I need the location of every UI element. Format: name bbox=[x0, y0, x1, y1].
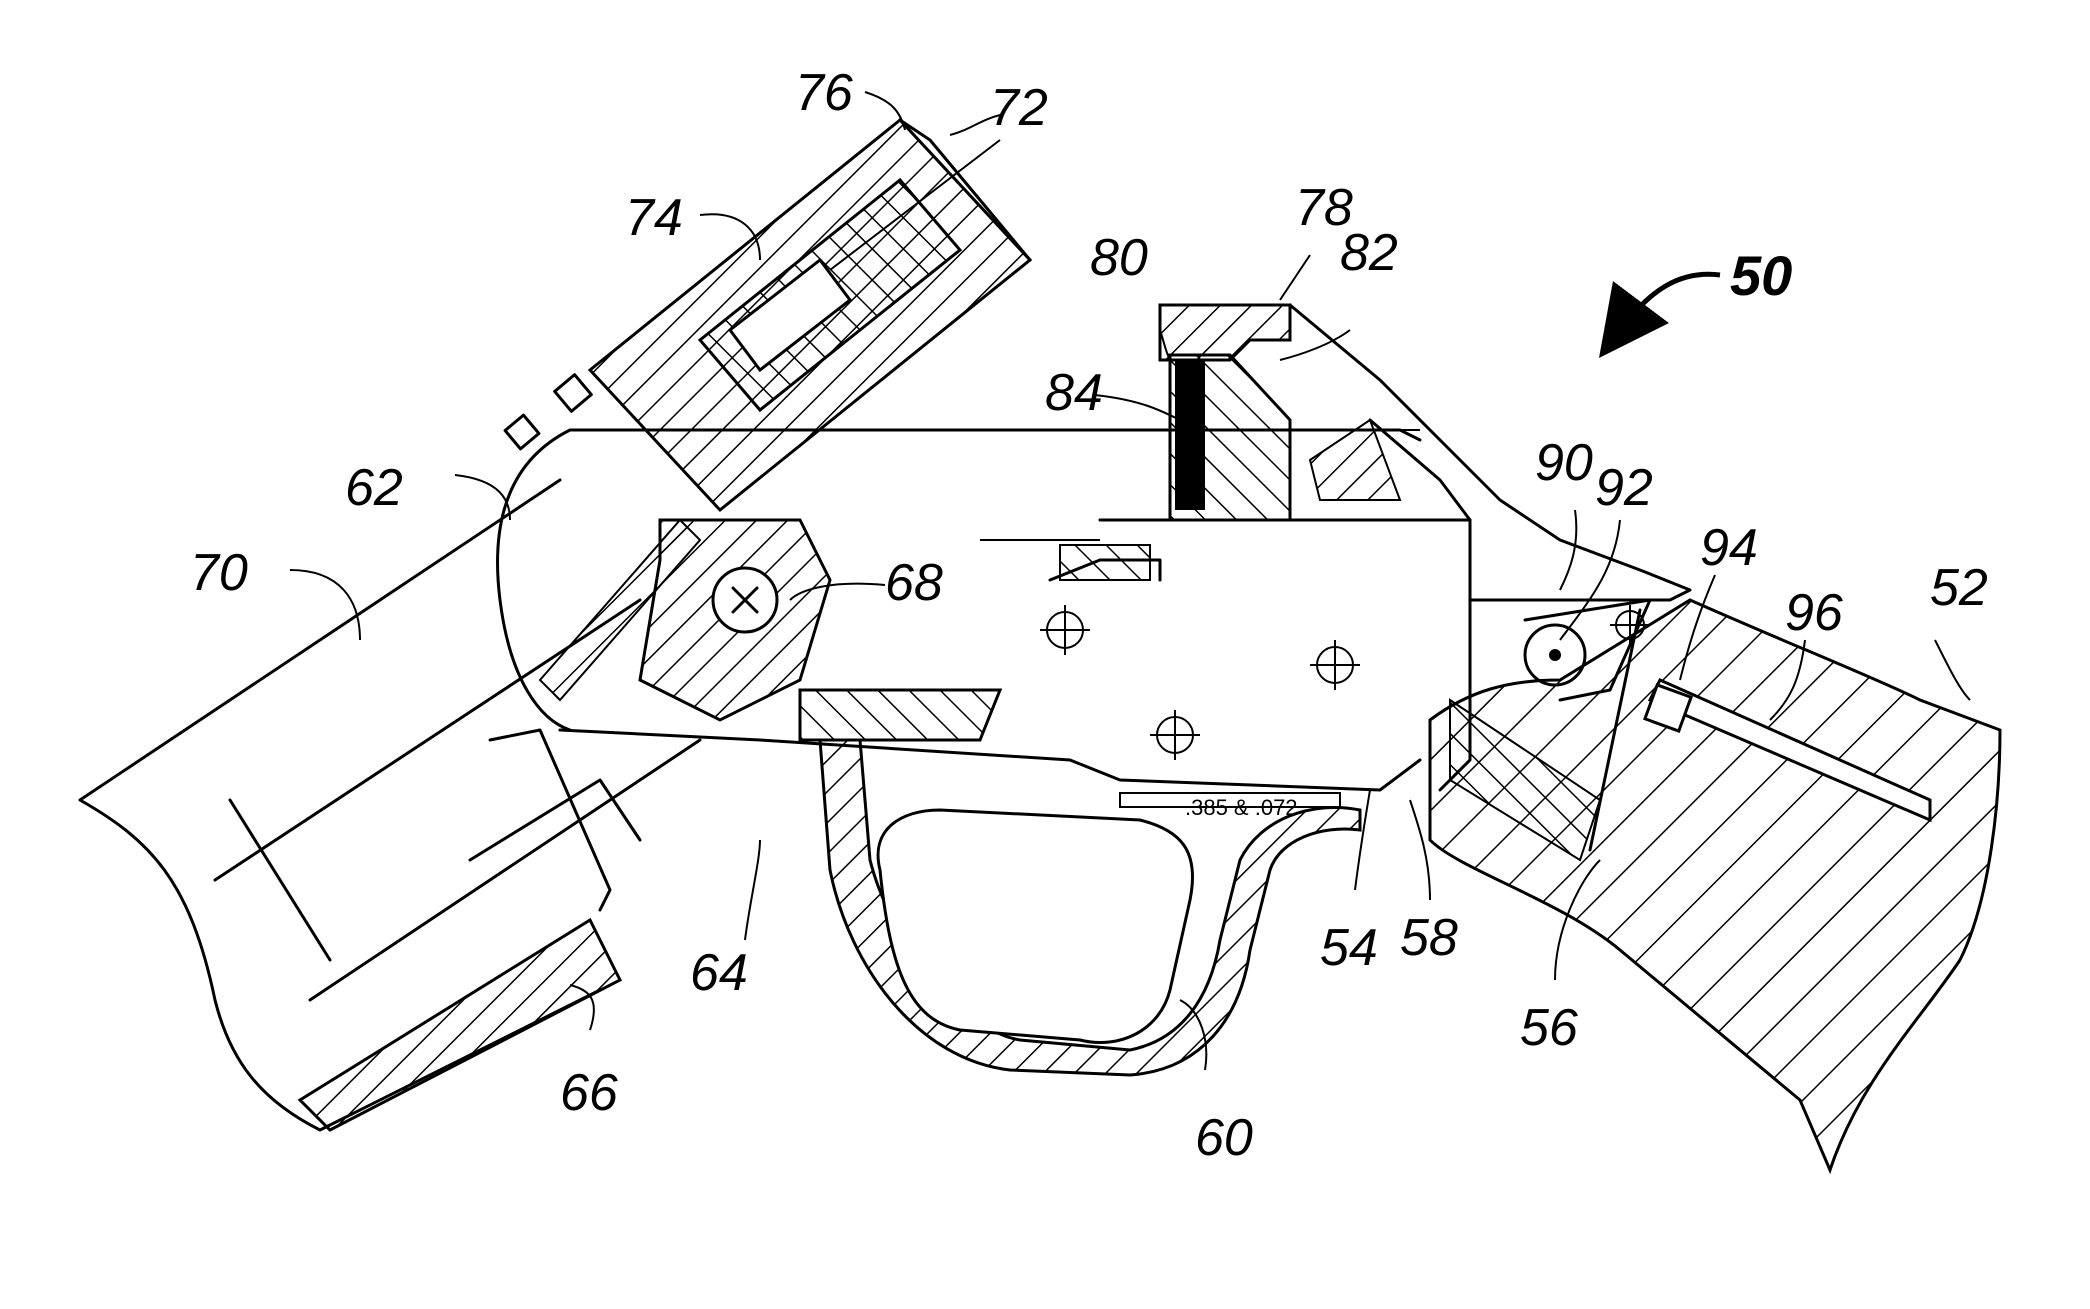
label-60: 60 bbox=[1195, 1109, 1253, 1167]
label-94: 94 bbox=[1700, 519, 1758, 577]
label-62: 62 bbox=[345, 459, 403, 517]
label-74: 74 bbox=[625, 189, 683, 247]
striker-housing bbox=[1050, 305, 1690, 600]
label-66: 66 bbox=[560, 1064, 618, 1122]
stock bbox=[1430, 600, 2000, 1170]
label-90: 90 bbox=[1535, 434, 1593, 492]
label-70: 70 bbox=[190, 544, 248, 602]
label-76: 76 bbox=[795, 64, 853, 122]
label-50: 50 bbox=[1730, 244, 1792, 307]
label-52: 52 bbox=[1930, 559, 1988, 617]
label-54: 54 bbox=[1320, 919, 1378, 977]
dimension-marking: .385 & .072 bbox=[1185, 795, 1298, 820]
label-84: 84 bbox=[1045, 364, 1103, 422]
barrel-assembly bbox=[80, 480, 700, 1130]
label-68: 68 bbox=[885, 554, 943, 612]
label-58: 58 bbox=[1400, 909, 1458, 967]
label-96: 96 bbox=[1785, 584, 1843, 642]
label-82: 82 bbox=[1340, 224, 1398, 282]
label-56: 56 bbox=[1520, 999, 1578, 1057]
label-64: 64 bbox=[690, 944, 748, 1002]
label-80: 80 bbox=[1090, 229, 1148, 287]
trigger-guard bbox=[820, 740, 1360, 1075]
upper-lever bbox=[505, 120, 1030, 510]
label-92: 92 bbox=[1595, 459, 1653, 517]
label-72: 72 bbox=[990, 79, 1048, 137]
